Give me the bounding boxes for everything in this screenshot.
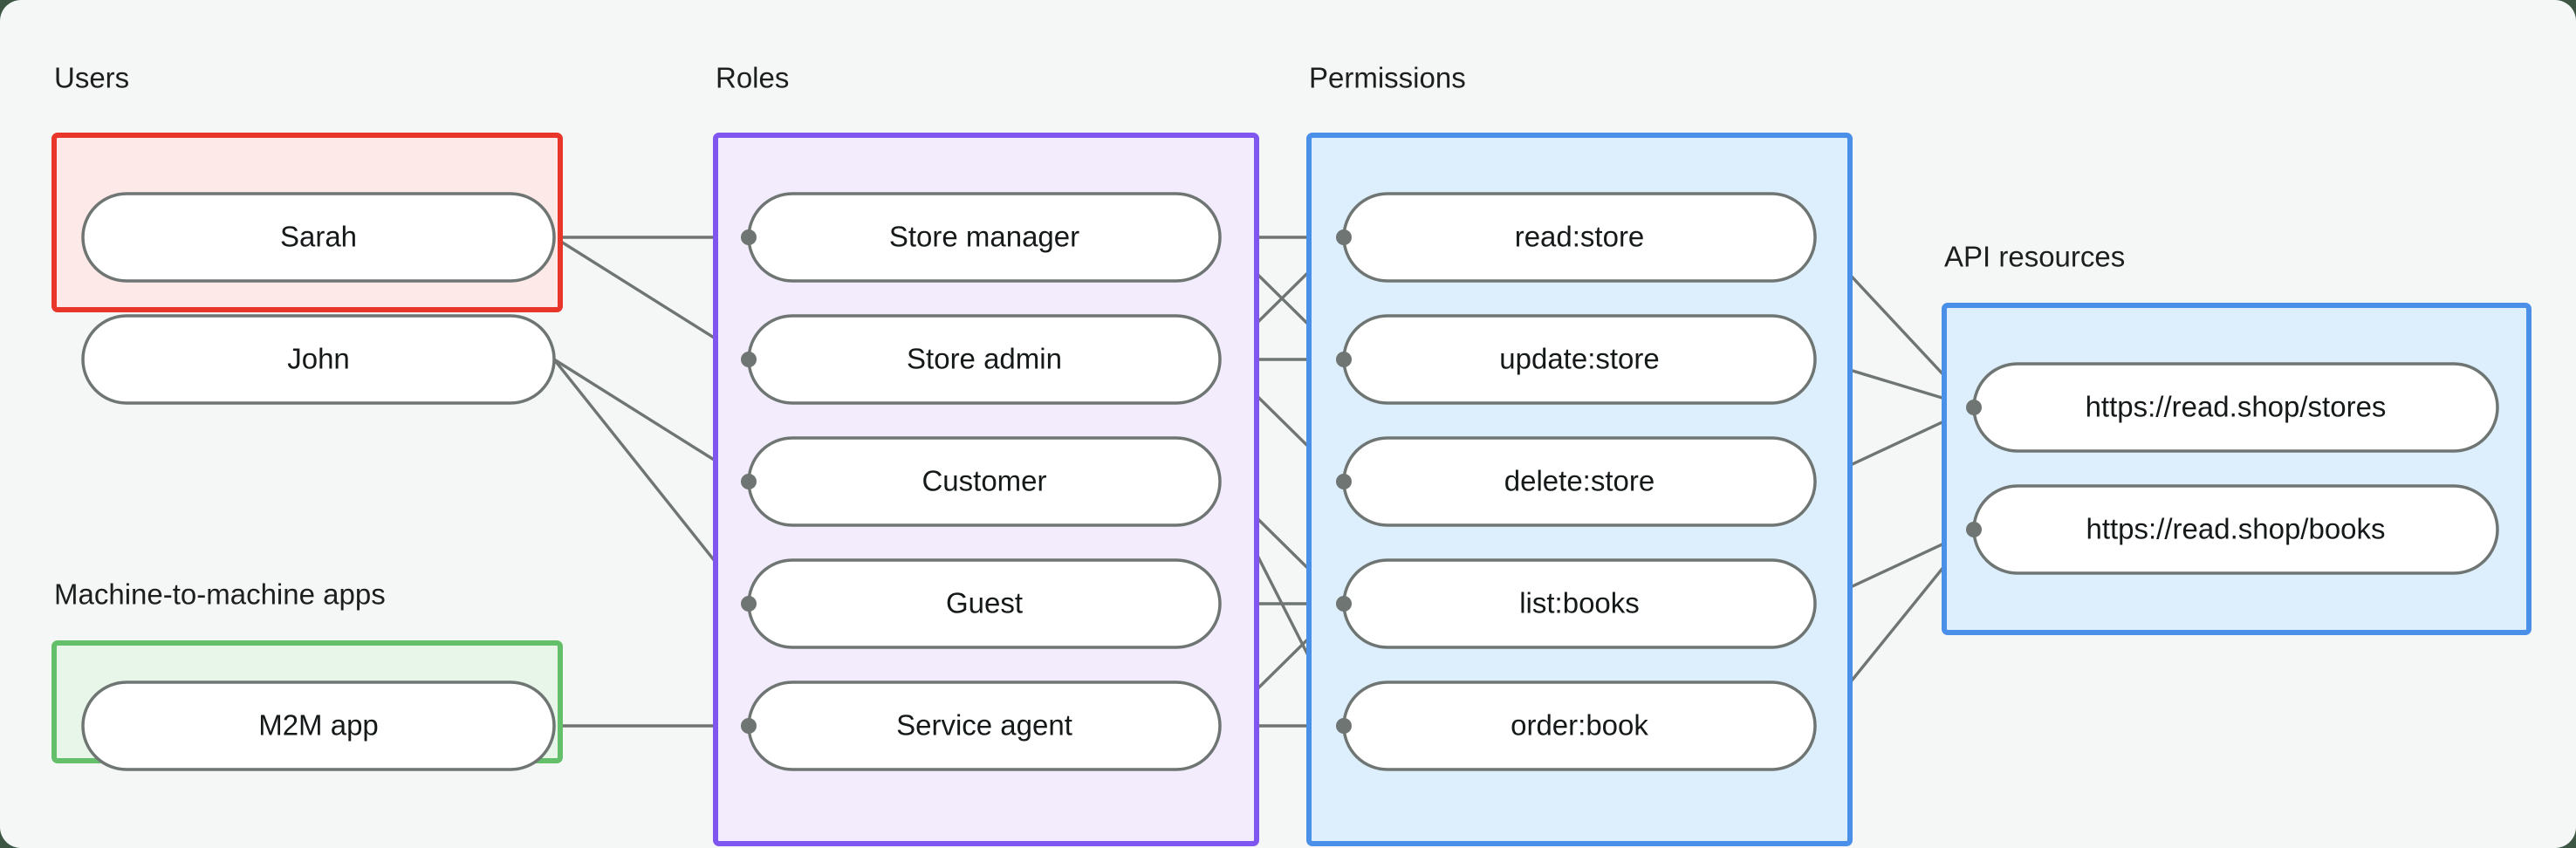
ports-layer: [741, 229, 1982, 734]
group-label-roles: Roles: [716, 62, 789, 94]
node-label-list_books: list:books: [1519, 587, 1640, 619]
input-port-guest: [741, 596, 757, 612]
node-label-sarah: Sarah: [280, 221, 357, 253]
node-label-customer: Customer: [921, 465, 1046, 497]
node-label-stores_url: https://read.shop/stores: [2086, 391, 2387, 423]
input-port-service_agent: [741, 718, 757, 734]
node-sarah[interactable]: [81, 192, 556, 283]
node-label-read_store: read:store: [1515, 221, 1645, 253]
input-port-books_url: [1966, 522, 1982, 537]
group-box-api_resources: [1942, 303, 2531, 635]
node-label-store_admin: Store admin: [907, 343, 1062, 375]
node-label-store_manager: Store manager: [889, 221, 1079, 253]
node-label-delete_store: delete:store: [1504, 465, 1655, 497]
node-label-update_store: update:store: [1499, 343, 1659, 375]
node-label-books_url: https://read.shop/books: [2086, 513, 2385, 545]
group-label-permissions: Permissions: [1309, 62, 1466, 94]
input-port-store_manager: [741, 229, 757, 245]
node-m2mapp[interactable]: [81, 680, 556, 771]
input-port-read_store: [1336, 229, 1352, 245]
input-port-order_book: [1336, 718, 1352, 734]
input-port-list_books: [1336, 596, 1352, 612]
input-port-delete_store: [1336, 474, 1352, 489]
input-port-update_store: [1336, 352, 1352, 367]
node-label-m2mapp: M2M app: [258, 709, 379, 742]
group-label-api_resources: API resources: [1944, 241, 2125, 273]
node-john[interactable]: [81, 314, 556, 405]
group-label-users: Users: [54, 62, 129, 94]
group-label-m2m: Machine-to-machine apps: [54, 578, 386, 611]
node-label-john: John: [287, 343, 350, 375]
node-label-guest: Guest: [946, 587, 1023, 619]
input-port-stores_url: [1966, 400, 1982, 415]
input-port-customer: [741, 474, 757, 489]
node-label-service_agent: Service agent: [896, 709, 1072, 742]
node-label-order_book: order:book: [1511, 709, 1648, 742]
input-port-store_admin: [741, 352, 757, 367]
